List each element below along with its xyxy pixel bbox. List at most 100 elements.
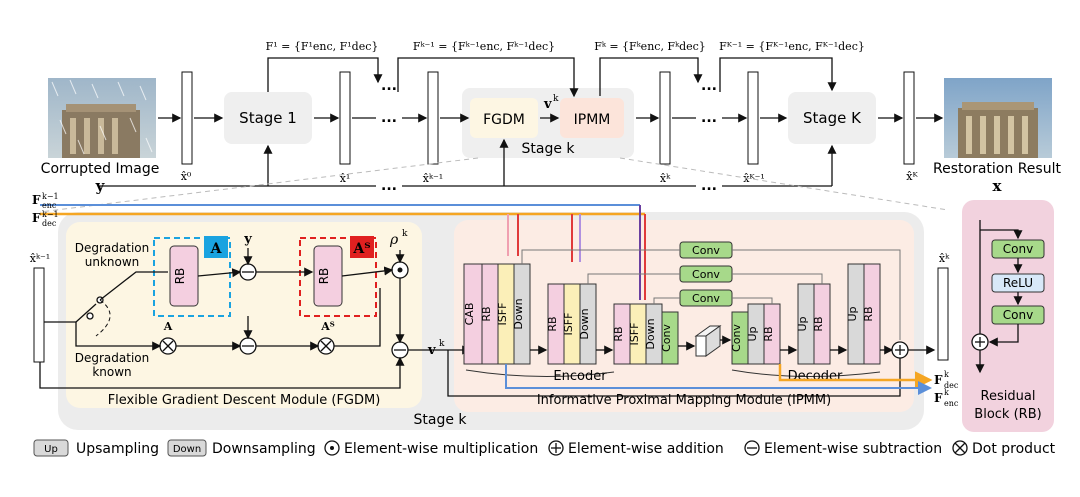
corrupted-image-label: Corrupted Image (41, 161, 160, 177)
rb-label-1: RB (480, 306, 493, 321)
dots-5: ... (701, 78, 717, 94)
conv-label-bottleneck: Conv (660, 324, 673, 352)
fgdm-mini-label: FGDM (483, 112, 525, 128)
xK1-bar (747, 71, 759, 165)
skip-conv-1-label: Conv (692, 244, 720, 257)
fenc-k-sup: k (944, 388, 949, 397)
dots-2: ... (381, 78, 397, 94)
vk-sup: k (439, 339, 445, 349)
restoration-result-label: Restoration Result (933, 161, 1061, 177)
stage-1-box (224, 92, 312, 144)
fdec-k-sup: k (944, 370, 949, 379)
x0-bar (181, 71, 193, 165)
x-output-label: x (993, 177, 1003, 195)
vk-mini-label: v (543, 97, 552, 112)
rb-label-2: RB (546, 316, 559, 331)
xK1-label: x̂ᴷ⁻¹ (743, 172, 765, 185)
stage-k-mini-label: Stage k (521, 141, 575, 157)
dots-3: ... (381, 178, 397, 194)
xk1-bar (427, 71, 439, 165)
legend-mult-label: Element-wise multiplication (344, 441, 538, 457)
A-blue-label: A (210, 241, 223, 257)
feature-k1-label: Fᵏ⁻¹ = {Fᵏ⁻¹enc, Fᵏ⁻¹dec} (413, 40, 555, 53)
legend: Up Upsampling Down Downsampling Element-… (33, 439, 1056, 457)
fgdm-mini-box (470, 98, 538, 138)
degradation-unknown-2: unknown (85, 255, 140, 269)
xk1-label: x̂ᵏ⁻¹ (423, 172, 443, 185)
stage-1-label: Stage 1 (239, 109, 297, 127)
A-blue-badge (204, 236, 228, 258)
rb-relu-label: ReLU (1003, 276, 1033, 290)
fgdm-title: Flexible Gradient Descent Module (FGDM) (108, 393, 381, 408)
dots-4: ... (701, 110, 717, 126)
x1-bar (339, 71, 351, 165)
vk-label: v (427, 343, 436, 358)
rb-title-2: Block (RB) (974, 407, 1041, 422)
feature-1-label: F¹ = {F¹enc, F¹dec} (266, 40, 379, 53)
fenc-k1-sub: enc (42, 201, 57, 210)
blue-dashed-box (153, 237, 231, 317)
xk1-input-label: x̂ᵏ⁻¹ (30, 252, 50, 265)
feature-k-label: Fᵏ = {Fᵏenc, Fᵏdec} (594, 40, 706, 53)
conv-label-dec: Conv (730, 324, 743, 352)
encoder-label: Encoder (553, 369, 607, 384)
legend-up-label: Upsampling (76, 441, 159, 457)
rho-sup: k (402, 229, 408, 239)
fdec-out-line (778, 364, 933, 389)
stage-k-detail-label: Stage k (413, 412, 467, 428)
fenc-out-line (505, 364, 932, 395)
rb-title-1: Residual (981, 389, 1036, 404)
AT-red-label: Aᵀ (352, 241, 370, 257)
fenc-k-label: F (934, 391, 943, 405)
dots-1: ... (381, 110, 397, 126)
isff-label-1: ISFF (496, 303, 509, 326)
fdec-k-sub: dec (944, 381, 959, 390)
corrupted-image (48, 78, 156, 158)
ipmm-mini-box (560, 98, 624, 138)
up-label-1: Up (746, 326, 759, 341)
rb-red-label: RB (317, 268, 331, 285)
up-label-3: Up (846, 306, 859, 321)
fgdm-y-label: y (243, 232, 252, 247)
ipmm-title: Informative Proximal Mapping Module (IPM… (537, 393, 831, 408)
skip-conv-2-label: Conv (692, 268, 720, 281)
skip-conv-3-label: Conv (692, 292, 720, 305)
AT-dot-label: Aᵀ (320, 320, 335, 333)
legend-dot-label: Dot product (972, 441, 1056, 457)
legend-down-label: Downsampling (212, 441, 316, 457)
latent-cube (694, 325, 722, 357)
fdec-k1-sub: dec (42, 219, 57, 228)
cab-label: CAB (463, 303, 476, 326)
rb-label-3: RB (612, 326, 625, 341)
xk-bar (659, 71, 671, 165)
ipmm-mini-label: IPMM (574, 112, 611, 128)
A-dot-label: A (163, 320, 173, 333)
zoom-line-left (39, 157, 479, 213)
xk-output-label: x̂ᵏ (939, 252, 950, 265)
fdec-k-label: F (934, 373, 943, 387)
rb-label-4: RB (762, 326, 775, 341)
down-label-1: Down (512, 298, 525, 329)
feature-K1-label: Fᴷ⁻¹ = {Fᴷ⁻¹enc, Fᴷ⁻¹dec} (719, 40, 865, 53)
down-label-3: Down (644, 318, 657, 349)
rb-block-6 (863, 263, 881, 365)
rb-conv-2-label: Conv (1003, 308, 1033, 322)
rb-label-5: RB (812, 316, 825, 331)
x1-label: x̂¹ (340, 172, 351, 185)
xK-label: x̂ᴷ (906, 170, 918, 183)
up-label-2: Up (796, 316, 809, 331)
legend-down-box (167, 439, 207, 457)
fenc-k1-label: F (32, 193, 41, 207)
degradation-known-1: Degradation (75, 351, 149, 365)
A-red-badge (350, 236, 374, 258)
degradation-known-2: known (92, 365, 131, 379)
stage-K-box (788, 92, 876, 144)
rho-label: ρ (389, 232, 399, 248)
rb-label-6: RB (862, 306, 875, 321)
dots-6: ... (701, 178, 717, 194)
multiply-dot (397, 267, 403, 273)
rb-blue-label: RB (173, 268, 187, 285)
ipmm-decoder-group (731, 263, 881, 365)
isff-label-2: ISFF (562, 313, 575, 336)
xk1-input-bar (33, 267, 45, 363)
